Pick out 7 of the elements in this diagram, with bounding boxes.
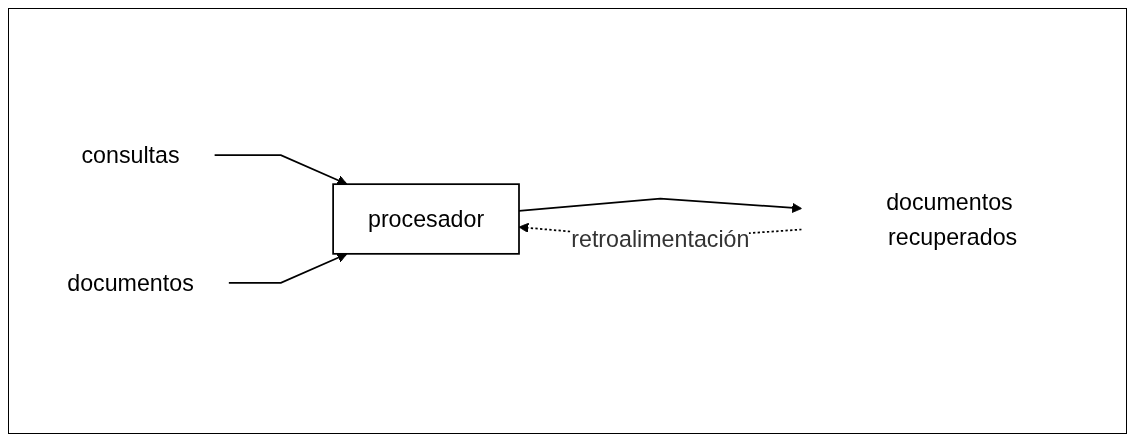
edge-label: retroalimentación	[570, 226, 749, 253]
node-box: procesador	[331, 183, 520, 255]
arrow	[213, 154, 347, 186]
arrow	[227, 252, 347, 284]
node-text: consultas	[80, 142, 180, 168]
node-text: documentos	[66, 270, 194, 296]
node-text: documentos recuperados	[885, 188, 1017, 250]
